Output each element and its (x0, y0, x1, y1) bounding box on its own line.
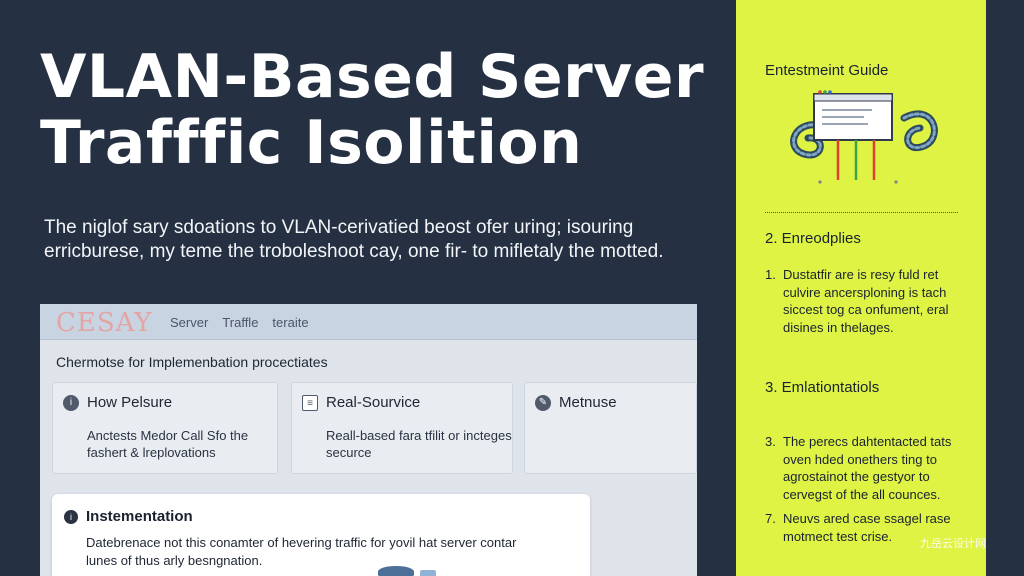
card-title: Metnuse (559, 394, 617, 411)
nav-item-server[interactable]: Server (170, 315, 209, 330)
implementation-title: Instementation (86, 508, 193, 525)
server-icon (420, 570, 436, 576)
list-text: Neuvs ared case ssagel rase motmect test… (783, 511, 951, 544)
guide-section-2-heading: 2. Enreodplies (765, 230, 861, 247)
guide-panel: Entestmeint Guide 2. Enreodplies 1. Dust… (736, 0, 986, 576)
guide-list-item: 3. The perecs dahtentacted tats oven hde… (765, 433, 970, 503)
card-title: How Pelsure (87, 394, 173, 411)
page-description: The niglof sary sdoations to VLAN-ceriva… (44, 217, 664, 262)
implementation-card[interactable]: i Instementation Datebrenace not this co… (52, 494, 590, 576)
feature-card-how[interactable]: i How Pelsure Anctests Medor Call Sfo th… (52, 382, 278, 474)
guide-list-item: 7. Neuvs ared case ssagel rase motmect t… (765, 510, 970, 545)
nav-item-tenants[interactable]: teraite (272, 315, 309, 330)
watermark: 九岳云设计网 (920, 538, 986, 550)
guide-section-3-heading: 3. Emlationtatiols (765, 379, 880, 396)
list-text: The perecs dahtentacted tats oven hded o… (783, 434, 952, 502)
info-icon: i (64, 510, 78, 524)
nav-item-traffic[interactable]: Traffle (222, 315, 259, 330)
feature-card-metnuse[interactable]: ✎ Metnuse (524, 382, 697, 474)
list-number: 3. (765, 434, 776, 449)
guide-divider (765, 212, 958, 213)
right-edge-strip (986, 0, 1024, 576)
database-icon (378, 566, 414, 576)
list-text: Dustatfir are is resy fuld ret culvire a… (783, 267, 949, 335)
list-number: 7. (765, 511, 776, 526)
app-topbar: CESAY Server Traffle teraite (40, 304, 697, 340)
card-body: Anctests Medor Call Sfo the fashert & lr… (87, 428, 249, 460)
page-title: VLAN-Based Server Trafffic Isolition (40, 42, 705, 178)
compass-icon: ✎ (535, 395, 551, 411)
app-logo: CESAY (56, 308, 153, 338)
network-illustration-icon (790, 90, 938, 184)
card-body: Reall-based fara tfilit or incteges secu… (326, 428, 512, 460)
implementation-body: Datebrenace not this conamter of heverin… (86, 535, 517, 568)
document-icon: ≡ (302, 395, 318, 411)
guide-list-item: 1. Dustatfir are is resy fuld ret culvir… (765, 266, 970, 336)
info-icon: i (63, 395, 79, 411)
guide-title: Entestmeint Guide (765, 62, 889, 79)
card-title: Real-Sourvice (326, 394, 421, 411)
app-window: CESAY Server Traffle teraite Chermotse f… (40, 304, 697, 576)
feature-card-resource[interactable]: ≡ Real-Sourvice Reall-based fara tfilit … (291, 382, 513, 474)
app-section-heading: Chermotse for Implemenbation procectiate… (56, 354, 328, 370)
list-number: 1. (765, 267, 776, 282)
app-nav: Server Traffle teraite (170, 315, 309, 330)
